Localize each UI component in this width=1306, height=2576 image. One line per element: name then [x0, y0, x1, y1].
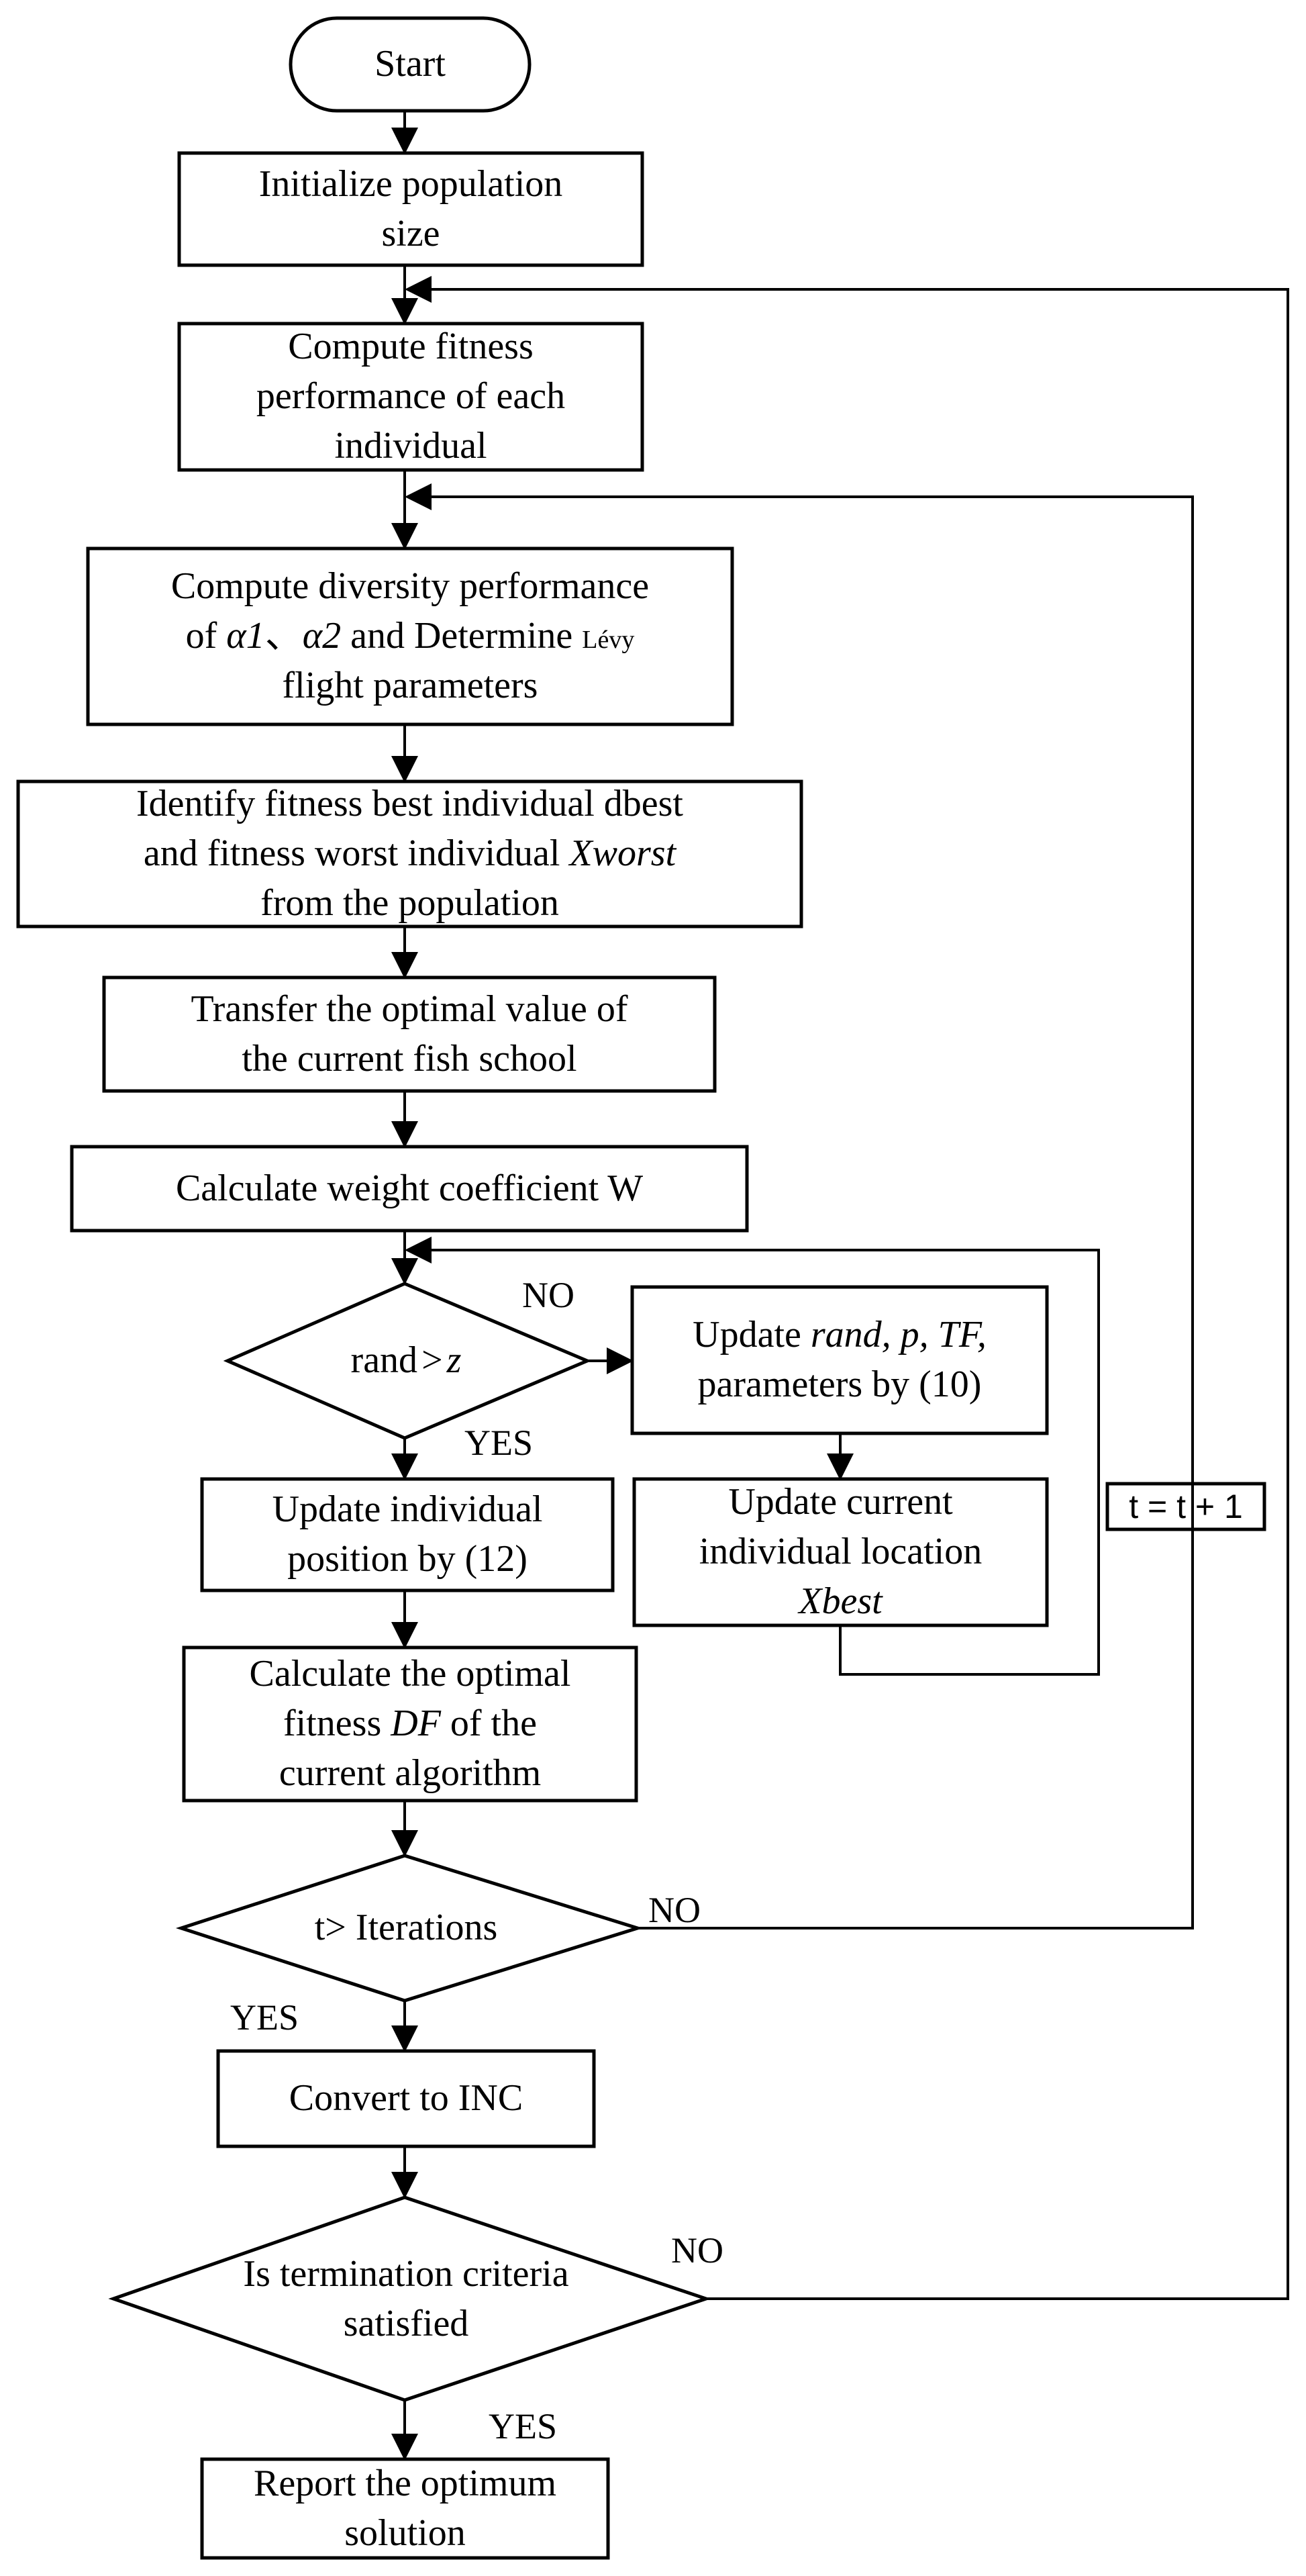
update-position-box	[200, 1477, 615, 1592]
optimal-label: Calculate the optimal fitness DF of the …	[249, 1653, 571, 1794]
rand-no-label: NO	[522, 1275, 574, 1315]
iter-yes-label: YES	[230, 1997, 299, 2038]
term-yes-label: YES	[489, 2406, 558, 2446]
counter-box	[1105, 1482, 1266, 1531]
iter-no-label: NO	[648, 1890, 701, 1930]
fitness-label: Compute fitness performance of each indi…	[256, 326, 566, 467]
convert-label: Convert to INC	[289, 2077, 523, 2119]
start-terminator	[289, 16, 532, 113]
term-no-label: NO	[671, 2230, 723, 2271]
loop-location-back	[405, 1237, 1100, 1676]
init-label: Initialize population size	[258, 162, 563, 254]
report-box	[200, 2457, 610, 2560]
identify-label: Identify fitness best individual dbest a…	[136, 783, 683, 924]
decision-rand-label: rand>z	[350, 1339, 462, 1382]
diversity-label: Compute diversity performance of α1、α2 a…	[170, 565, 650, 706]
diversity-box	[86, 546, 734, 726]
update-params-box	[630, 1285, 1049, 1435]
decision-iter-label: t> Iterations	[314, 1907, 498, 1949]
rand-yes-label: YES	[464, 1423, 534, 1463]
update-location-box	[632, 1477, 1049, 1627]
transfer-label: Transfer the optimal value of the curren…	[191, 988, 628, 1080]
optimal-box	[182, 1645, 638, 1803]
loop-iter-no	[405, 483, 1194, 1929]
start-label: Start	[374, 43, 446, 85]
counter-label: t = t + 1	[1129, 1488, 1243, 1525]
report-label: Report the optimum solution	[253, 2462, 557, 2554]
update-params-label: Update rand, p, TF, parameters by (10)	[693, 1314, 987, 1405]
loop-term-no	[405, 276, 1289, 2300]
weight-box	[70, 1145, 749, 1233]
transfer-box	[102, 975, 717, 1093]
init-box	[177, 151, 644, 267]
weight-label: Calculate weight coefficient W	[175, 1167, 644, 1209]
convert-box	[216, 2049, 596, 2148]
identify-box	[16, 779, 803, 928]
update-position-label: Update individual position by (12)	[272, 1488, 543, 1580]
update-location-label: Update current individual location Xbest	[699, 1481, 983, 1622]
decision-term-label: Is termination criteria satisfied	[243, 2253, 569, 2344]
